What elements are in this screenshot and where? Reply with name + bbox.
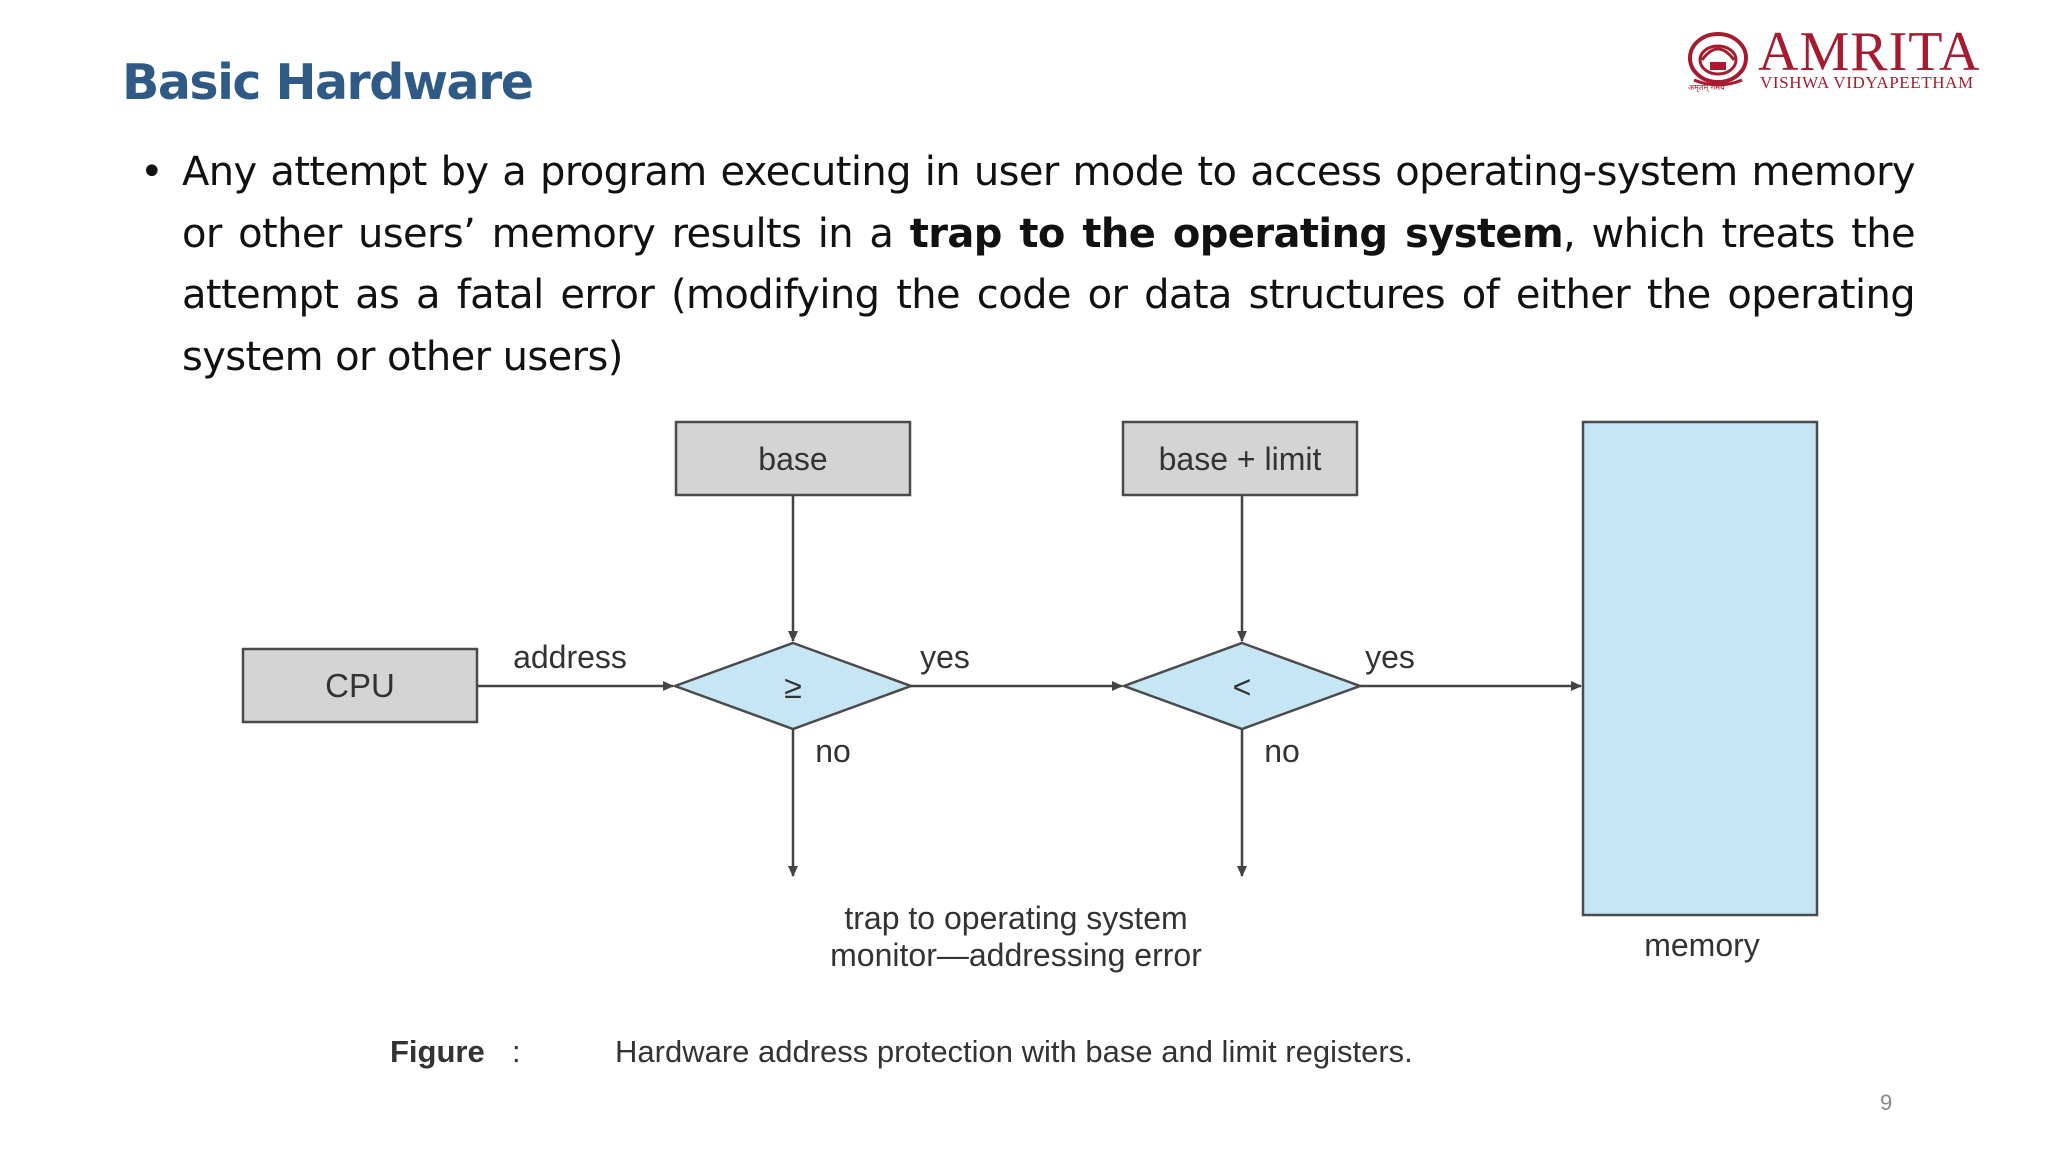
no-label-2: no (1264, 733, 1300, 769)
limit-register-label: base + limit (1159, 441, 1322, 477)
slide-title: Basic Hardware (122, 54, 534, 111)
figure-caption-label: Figure (390, 1034, 485, 1069)
bullet-text-bold: trap to the operating system (909, 210, 1564, 257)
yes-label-1: yes (920, 639, 970, 675)
base-register-label: base (758, 441, 827, 477)
page-number: 9 (1880, 1090, 1893, 1115)
yes-label-2: yes (1365, 639, 1415, 675)
memory-label: memory (1644, 927, 1760, 963)
no-label-1: no (815, 733, 851, 769)
figure-caption-separator: : (512, 1034, 521, 1069)
bullet-paragraph: Any attempt by a program executing in us… (182, 142, 1916, 388)
logo-tagline: अमृतम् गमय (1688, 83, 1725, 93)
bullet-text-before: Any attempt by a program executing in us… (182, 149, 1916, 257)
amrita-logo: AMRITA अमृतम् गमय VISHWA VIDYAPEETHAM (1688, 24, 1980, 93)
logo-name: AMRITA (1758, 24, 1980, 83)
compare-ge-symbol: ≥ (784, 669, 802, 705)
base-register-box (674, 420, 912, 497)
figure-caption-text: Hardware address protection with base an… (615, 1034, 1413, 1069)
trap-label-line1: trap to operating system (844, 900, 1187, 936)
address-label: address (513, 639, 627, 675)
amrita-emblem-icon (1688, 32, 1748, 87)
cpu-label: CPU (325, 667, 395, 704)
bullet-text-after: , which treats the attempt as a fatal er… (182, 210, 1916, 380)
trap-label-line2: monitor—addressing error (830, 937, 1202, 973)
memory-block (1581, 420, 1819, 917)
logo-subtitle: VISHWA VIDYAPEETHAM (1760, 73, 1974, 92)
bullet-list: • Any attempt by a program executing in … (140, 142, 1916, 388)
bullet-dot: • (140, 149, 164, 195)
compare-lt-symbol: < (1233, 669, 1252, 705)
limit-register-box (1121, 420, 1359, 497)
